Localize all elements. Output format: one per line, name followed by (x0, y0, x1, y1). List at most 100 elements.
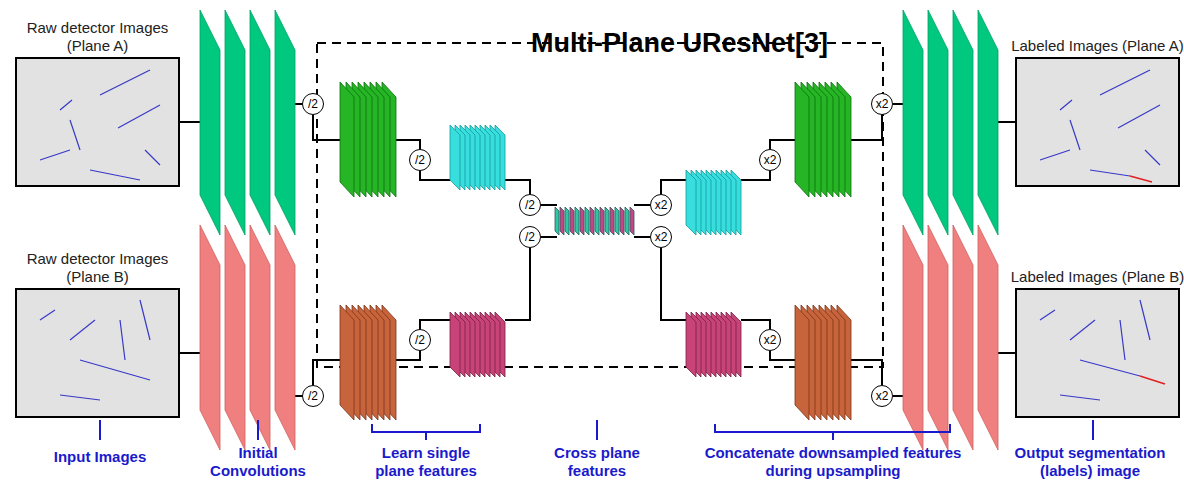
stage-label: Learn single plane features (364, 444, 489, 480)
diagram-title: Multi-Plane UResNet[3] (531, 28, 828, 59)
feature-map (978, 10, 998, 235)
scale-circle: /2 (409, 329, 431, 351)
scale-factor: /2 (415, 154, 425, 166)
scale-circle: x2 (650, 194, 672, 216)
bracket (372, 424, 480, 440)
feature-map (630, 207, 634, 235)
scale-circle: x2 (650, 226, 672, 248)
scale-circle: x2 (759, 329, 781, 351)
scale-factor: x2 (764, 334, 777, 346)
image-box: Labeled Images (Plane A) (1015, 57, 1180, 187)
image-ground (16, 289, 179, 417)
feature-map (605, 207, 609, 235)
tick (257, 420, 259, 440)
feature-map (795, 305, 809, 420)
feature-map (250, 10, 270, 235)
feature-map (953, 225, 973, 450)
track (1040, 70, 1160, 176)
scale-factor: /2 (308, 98, 318, 110)
image-box: Labeled Images (Plane B) (1015, 288, 1180, 418)
feature-map (250, 225, 270, 450)
tick (596, 420, 598, 440)
stage-label: Cross plane features (537, 444, 657, 480)
track (1040, 300, 1150, 400)
stage-label: Output segmentation (labels) image (1002, 444, 1178, 480)
feature-map (928, 10, 948, 235)
scale-circle: /2 (302, 385, 324, 407)
scale-factor: /2 (415, 334, 425, 346)
track (40, 70, 160, 180)
stage-label: Input Images (20, 448, 180, 466)
feature-map (340, 305, 354, 420)
image-ground (1016, 289, 1179, 417)
scale-factor: x2 (655, 231, 668, 243)
image-heading: Labeled Images (Plane A) (1007, 37, 1184, 55)
wire (180, 104, 1015, 205)
feature-map (275, 10, 295, 235)
feature-map (450, 125, 460, 190)
feature-map (585, 207, 589, 235)
label-brackets (100, 420, 1093, 440)
scale-factor: /2 (525, 231, 535, 243)
feature-map (575, 207, 579, 235)
feature-map (620, 207, 624, 235)
feature-map (275, 225, 295, 450)
scale-factor: /2 (525, 199, 535, 211)
scale-factor: x2 (764, 154, 777, 166)
bracket (715, 424, 950, 440)
image-heading: Labeled Images (Plane B) (1007, 268, 1184, 286)
scale-factor: x2 (655, 199, 668, 211)
image-heading: Raw detector Images (Plane B) (7, 250, 188, 286)
image-grounds (16, 58, 1179, 417)
image-box: Raw detector Images (Plane A) (15, 57, 180, 187)
feature-map (590, 207, 594, 235)
scale-circle: /2 (519, 194, 541, 216)
feature-map (595, 207, 599, 235)
feature-map (928, 225, 948, 450)
feature-map (200, 10, 220, 235)
feature-map (615, 207, 619, 235)
feature-map (978, 225, 998, 450)
scale-circle: /2 (409, 149, 431, 171)
image-ground (1016, 58, 1179, 186)
scale-factor: x2 (876, 390, 889, 402)
feature-map (953, 10, 973, 235)
feature-stacks (200, 10, 998, 450)
feature-map (565, 207, 569, 235)
feature-map (580, 207, 584, 235)
scale-circle: /2 (302, 93, 324, 115)
feature-map (225, 225, 245, 450)
feature-map (570, 207, 574, 235)
image-box: Raw detector Images (Plane B) (15, 288, 180, 418)
scale-factor: x2 (876, 98, 889, 110)
wire (180, 237, 1015, 396)
feature-map (903, 10, 923, 235)
feature-map (560, 207, 564, 235)
scale-circle: x2 (871, 93, 893, 115)
image-ground (16, 58, 179, 186)
scale-circle: x2 (871, 385, 893, 407)
feature-map (686, 170, 696, 235)
feature-map (200, 225, 220, 450)
track (1130, 176, 1152, 182)
feature-map (555, 207, 559, 235)
stage-label: Initial Convolutions (198, 444, 318, 480)
scale-circle: /2 (519, 226, 541, 248)
scale-circle: x2 (759, 149, 781, 171)
tick (1092, 420, 1094, 440)
feature-map (686, 312, 696, 377)
feature-map (795, 82, 809, 197)
track (1140, 376, 1165, 384)
feature-map (225, 10, 245, 235)
scale-factor: /2 (308, 390, 318, 402)
tick (99, 420, 101, 440)
wires (180, 104, 1015, 396)
feature-map (625, 207, 629, 235)
feature-map (450, 312, 460, 377)
feature-map (903, 225, 923, 450)
track (40, 300, 150, 400)
feature-map (340, 82, 354, 197)
feature-map (610, 207, 614, 235)
stage-label: Concatenate downsampled features during … (701, 444, 966, 480)
